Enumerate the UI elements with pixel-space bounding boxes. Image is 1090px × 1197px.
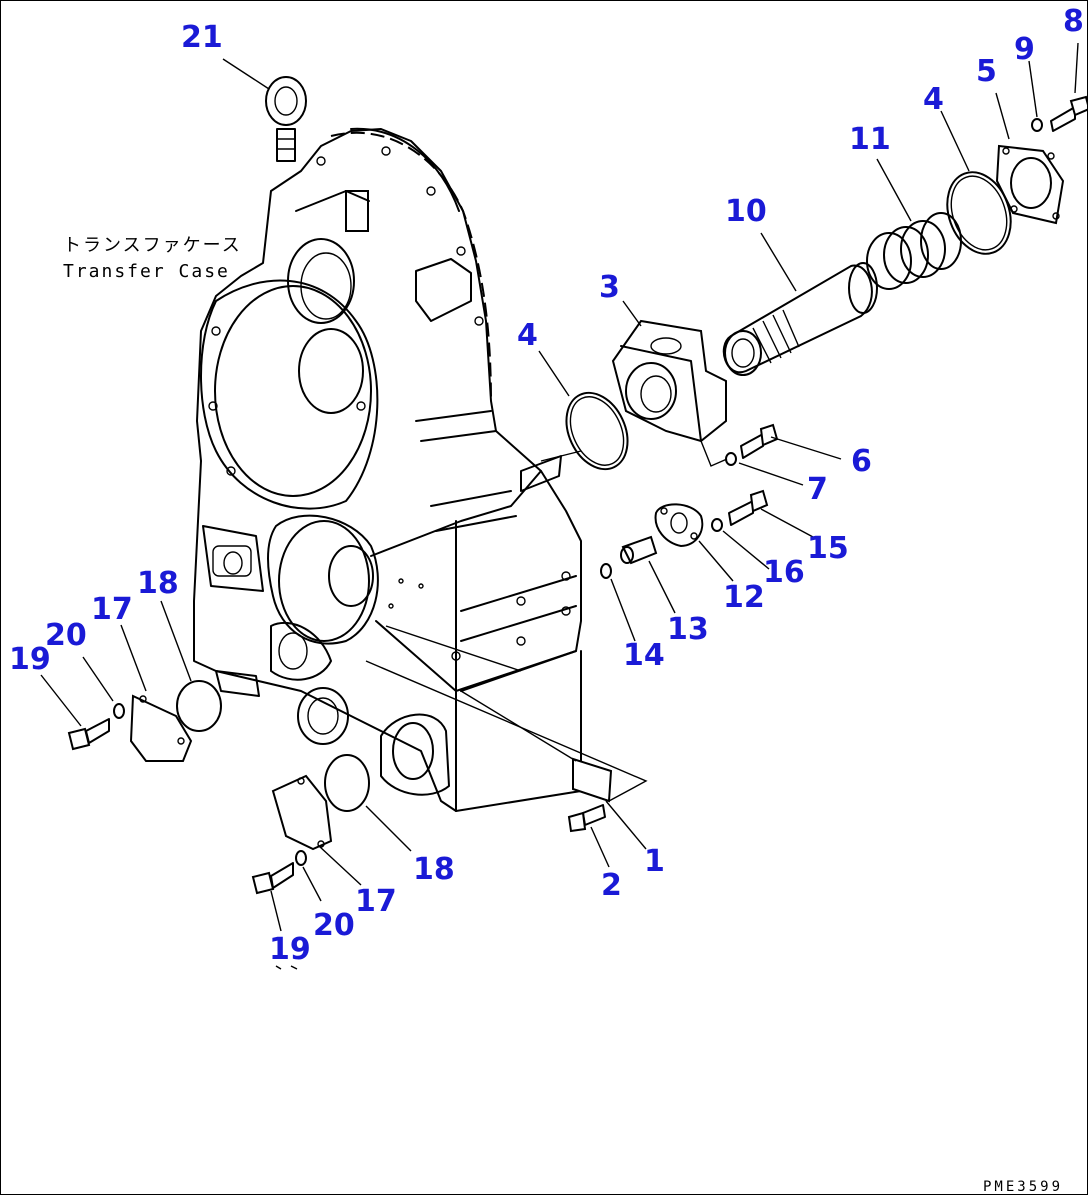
part-number-label: 11 — [849, 122, 891, 157]
name-plate-part — [572, 757, 613, 803]
part-number-label: 6 — [851, 444, 872, 479]
small-o-ring-part — [600, 563, 612, 579]
fitting-part — [620, 535, 658, 565]
drawing-code: PME3599 — [983, 1179, 1063, 1195]
part-number-label: 15 — [807, 531, 849, 566]
part-number-label: 17 — [91, 592, 133, 627]
transfer-case-body — [193, 127, 582, 812]
spring-part — [866, 212, 962, 290]
gasket-part-18-left — [176, 680, 222, 732]
part-number-label: 14 — [623, 638, 665, 673]
part-number-label: 10 — [725, 194, 767, 229]
flange-plate-part — [654, 503, 704, 548]
washer-part-7 — [725, 452, 737, 466]
part-number-label: 20 — [45, 618, 87, 653]
part-number-label: 8 — [1063, 4, 1084, 39]
part-number-label: 18 — [137, 566, 179, 601]
o-ring-part — [565, 391, 629, 471]
part-number-label: 4 — [517, 318, 538, 353]
part-number-label: 17 — [355, 884, 397, 919]
washer-part-16 — [711, 518, 723, 532]
screw-part-2 — [567, 804, 606, 833]
washer-part-20-left — [113, 703, 125, 719]
gasket-part-18-lower — [324, 754, 370, 812]
bolt-part-6 — [740, 423, 779, 459]
washer-part-9 — [1031, 118, 1043, 132]
part-number-label: 20 — [313, 908, 355, 943]
bellows-tube-part — [722, 262, 878, 376]
bolt-part-8 — [1050, 95, 1087, 132]
part-number-label: 21 — [181, 20, 223, 55]
leader-lines — [40, 42, 1079, 970]
part-number-label: 9 — [1014, 32, 1035, 67]
part-number-labels: 21 8 9 5 4 11 10 3 4 6 7 15 16 12 13 14 … — [9, 4, 1084, 967]
part-number-label: 4 — [923, 82, 944, 117]
part-number-label: 13 — [667, 612, 709, 647]
part-number-label: 2 — [601, 868, 622, 903]
part-number-label: 7 — [807, 472, 828, 507]
cover-part-17-left — [129, 694, 193, 762]
part-number-label: 16 — [763, 555, 805, 590]
caption-japanese: トランスファケース — [63, 235, 242, 256]
part-number-label: 19 — [269, 932, 311, 967]
cover-flange-part — [995, 144, 1065, 225]
cover-part-17-lower — [271, 774, 333, 851]
part-number-label: 12 — [723, 580, 765, 615]
part-number-label: 3 — [599, 270, 620, 305]
bolt-part-19-lower — [251, 862, 294, 895]
part-number-label: 19 — [9, 642, 51, 677]
part-number-label: 5 — [976, 54, 997, 89]
eye-bolt-part — [265, 76, 307, 162]
caption-english: Transfer Case — [63, 261, 230, 282]
elbow-housing-part — [611, 319, 727, 443]
washer-part-20-lower — [295, 850, 307, 866]
part-number-label: 18 — [413, 852, 455, 887]
bolt-part-19-left — [67, 718, 110, 751]
bolt-part-15 — [728, 489, 769, 526]
part-number-label: 1 — [644, 844, 665, 879]
